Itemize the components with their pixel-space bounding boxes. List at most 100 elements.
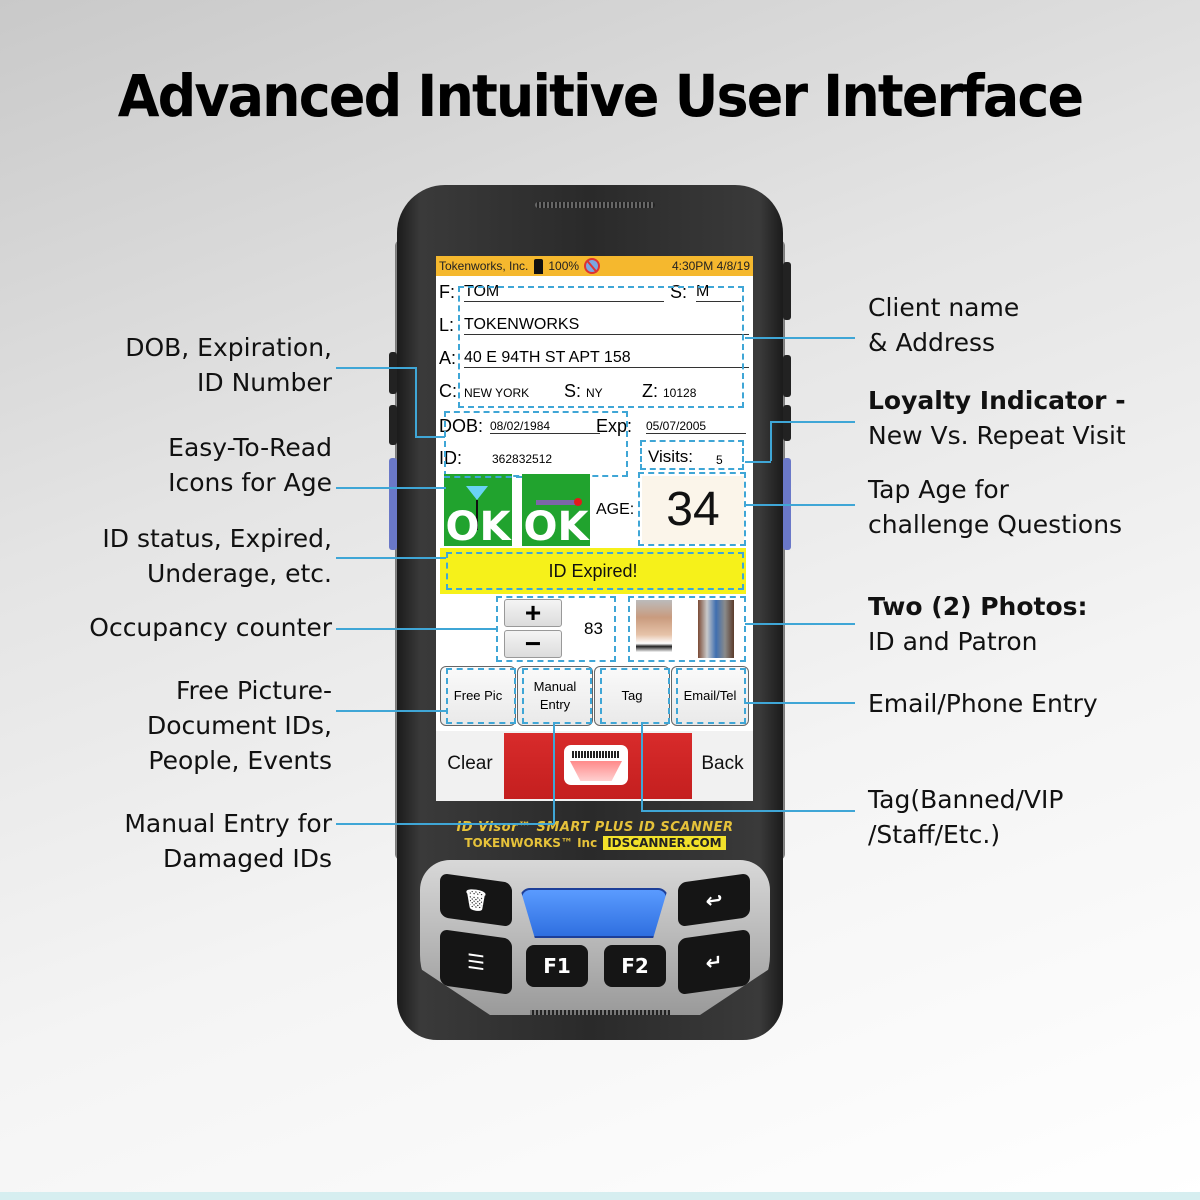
tag-button[interactable]: Tag (594, 666, 670, 726)
scan-beam (570, 761, 622, 781)
manual-entry-button[interactable]: Manual Entry (517, 666, 593, 726)
right-side-button-2[interactable] (783, 405, 791, 441)
earpiece-speaker (535, 202, 655, 208)
last-name-field[interactable]: TOKENWORKS (464, 316, 749, 335)
callout-occupancy: Occupancy counter (20, 610, 332, 645)
leader-loyalty (770, 421, 855, 423)
callout-heading: Two (2) Photos: (868, 592, 1088, 621)
occupancy-minus-button[interactable]: − (504, 630, 562, 658)
callout-text: New Vs. Repeat Visit (868, 421, 1126, 450)
callout-text: Manual Entry for (124, 809, 332, 838)
last-name-label: L: (439, 315, 455, 335)
exp-field[interactable]: 05/07/2005 (646, 419, 746, 434)
power-button[interactable] (783, 262, 791, 320)
battery-level: 100% (548, 259, 580, 273)
callout-client-name: Client name & Address (868, 290, 1188, 360)
email-tel-button[interactable]: Email/Tel (671, 666, 749, 726)
alcohol-ok-text: OK (445, 504, 511, 550)
id-photo[interactable] (636, 600, 672, 658)
client-address-highlight (458, 286, 744, 408)
bottom-speaker-grille (530, 1010, 670, 1015)
age-button[interactable]: 34 (642, 476, 744, 544)
callout-free-picture: Free Picture- Document IDs, People, Even… (40, 673, 332, 778)
email-highlight (676, 668, 746, 724)
callout-text: People, Events (148, 746, 332, 775)
brand-url: IDSCANNER.COM (603, 836, 726, 850)
leader-tag (642, 810, 855, 812)
state-field[interactable]: NY (586, 386, 603, 400)
free-pic-highlight (446, 668, 516, 724)
callout-tap-age: Tap Age for challenge Questions (868, 472, 1188, 542)
zip-field[interactable]: 10128 (663, 386, 697, 400)
city-field[interactable]: NEW YORK (464, 386, 530, 400)
scan-key[interactable] (520, 888, 668, 938)
callout-text: Tag(Banned/VIP (868, 785, 1064, 814)
callout-text: ID status, Expired, (102, 524, 332, 553)
back-button[interactable]: Back (701, 753, 744, 774)
leader-loyalty-vert (770, 421, 772, 461)
clear-button[interactable]: Clear (447, 753, 493, 774)
state-label: S: (564, 381, 582, 401)
tobacco-ok-tile: OK (522, 474, 590, 550)
brand-line: TOKENWORKS™ Inc IDSCANNER.COM (440, 836, 750, 850)
left-side-button-2[interactable] (389, 405, 397, 445)
enter-arrow-icon: ↵ (705, 948, 723, 976)
leader-manual-entry (336, 823, 554, 825)
clock: 4:30PM 4/8/19 (671, 259, 750, 273)
trash-icon: 🗑 (463, 886, 489, 914)
status-highlight (446, 552, 744, 590)
cocktail-glass-icon (466, 486, 488, 500)
leader-client-address (745, 337, 855, 339)
photos-highlight (628, 596, 746, 662)
callout-text: Easy-To-Read (168, 433, 332, 462)
patron-photo[interactable] (698, 600, 734, 658)
f2-key[interactable]: F2 (604, 945, 666, 987)
f1-key[interactable]: F1 (526, 945, 588, 987)
leader-dob (336, 367, 416, 369)
visits-label: Visits: (648, 447, 694, 466)
callout-id-status: ID status, Expired, Underage, etc. (20, 521, 332, 591)
occupancy-plus-button[interactable]: + (504, 599, 562, 627)
leader-free-pic (336, 710, 446, 712)
address-label: A: (439, 348, 457, 368)
cigarette-tip-icon (574, 498, 582, 506)
occupancy-count: 83 (584, 619, 603, 638)
bottom-action-bar: Clear Back (436, 731, 753, 801)
callout-manual-entry: Manual Entry for Damaged IDs (40, 806, 332, 876)
callout-text: /Staff/Etc.) (868, 820, 1001, 849)
leader-age-icons (336, 487, 446, 489)
callout-two-photos: Two (2) Photos: ID and Patron (868, 589, 1188, 659)
menu-key[interactable]: ☰ (440, 928, 512, 996)
no-network-icon (584, 258, 601, 274)
scan-button[interactable] (504, 733, 692, 799)
status-bar: Tokenworks, Inc. 100% 4:30PM 4/8/19 (436, 256, 753, 276)
cocktail-stem-icon (476, 500, 478, 530)
leader-occupancy (336, 628, 496, 630)
address-field[interactable]: 40 E 94TH ST APT 158 (464, 349, 749, 368)
leader-id-status (336, 557, 446, 559)
enter-key[interactable]: ↵ (678, 928, 750, 996)
age-icons-highlight (444, 476, 522, 496)
zip-label: Z: (642, 381, 658, 401)
id-status-banner: ID Expired! (440, 548, 746, 594)
city-label: C: (439, 381, 457, 401)
company-name: Tokenworks, Inc. (439, 259, 529, 273)
tobacco-ok-text: OK (523, 504, 589, 550)
first-name-label: F: (439, 282, 455, 302)
left-scan-trigger[interactable] (389, 458, 397, 550)
visits-highlight (640, 440, 744, 470)
leader-dob-end (415, 436, 445, 438)
age-highlight (638, 472, 746, 546)
callout-email-phone: Email/Phone Entry (868, 686, 1188, 721)
id-number-field[interactable]: 362832512 (492, 452, 553, 466)
barcode-scan-icon (564, 745, 628, 785)
dob-label: DOB: (439, 416, 484, 436)
callout-text: Damaged IDs (163, 844, 332, 873)
leader-photos (745, 623, 855, 625)
callout-loyalty: Loyalty Indicator - New Vs. Repeat Visit (868, 383, 1188, 453)
right-side-button-1[interactable] (783, 355, 791, 397)
age-label: AGE: (596, 501, 635, 518)
free-pic-button[interactable]: Free Pic (440, 666, 516, 726)
dob-field[interactable]: 08/02/1984 (490, 419, 600, 434)
left-side-button-1[interactable] (389, 352, 397, 394)
